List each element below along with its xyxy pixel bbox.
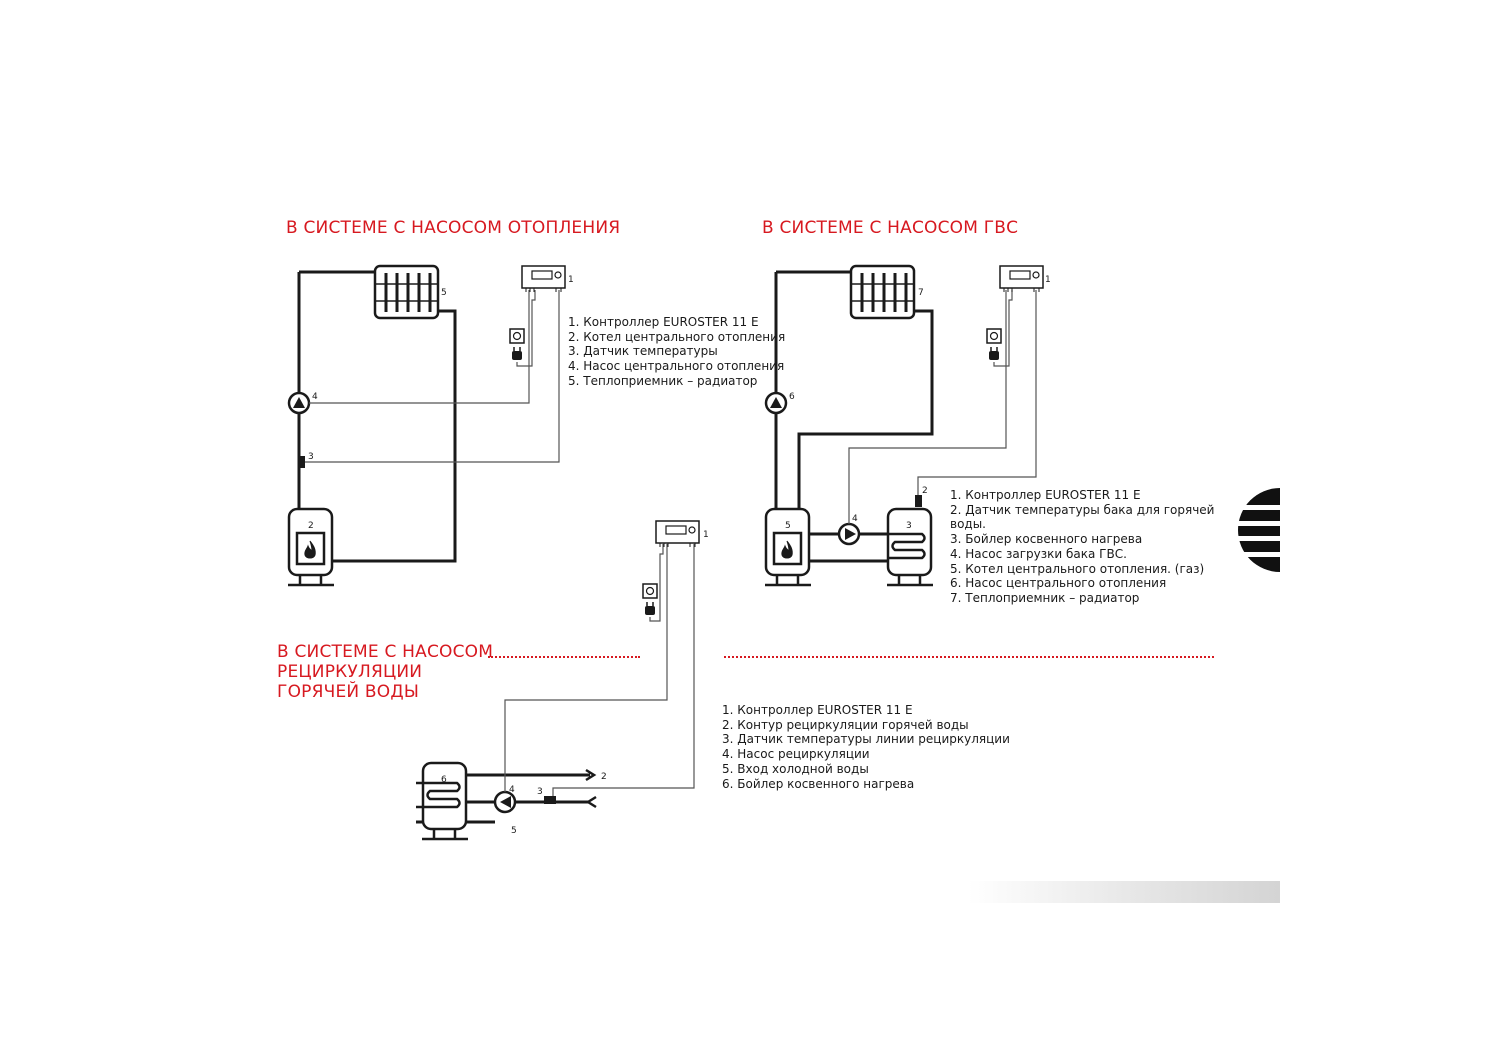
label-3: 3 [906,521,912,531]
legend-item: 5. Котел центрального отопления. (газ) [950,561,1205,576]
label-2: 2 [308,521,314,531]
legend-heating-pump: 1. Контроллер EUROSTER 11 E 2. Котел цен… [568,315,785,389]
legend-item: 6. Бойлер косвенного нагрева [722,776,915,791]
pump-icon [287,391,311,415]
label-2: 2 [922,486,928,496]
sensor-icon [915,495,922,507]
legend-item: 5. Теплоприемник – радиатор [568,373,758,388]
label-6: 6 [441,775,447,785]
dotted-separator-left [488,656,640,658]
diagram-dhw-pump [764,264,1044,587]
coil-icon [889,532,926,560]
label-3: 3 [537,787,543,797]
legend-item: 1. Контроллер EUROSTER 11 E [950,488,1141,502]
label-1: 1 [568,275,574,285]
plug-icon [512,347,522,360]
dotted-separator-right [724,656,1214,658]
socket-icon [642,583,658,599]
legend-item: 4. Насос загрузки бака ГВС. [950,546,1127,561]
legend-dhw-pump: 1. Контроллер EUROSTER 11 E 2. Датчик те… [950,488,1214,606]
sensor-icon [544,796,556,804]
brand-logo-icon [1238,488,1280,572]
title-recirculation-line-2: РЕЦИРКУЛЯЦИИ [277,662,423,682]
label-4: 4 [312,392,318,402]
label-3: 3 [308,452,314,462]
legend-item: 5. Вход холодной воды [722,761,869,776]
legend-item: 3. Датчик температуры линии рециркуляции [722,732,1010,747]
legend-item: 7. Теплоприемник – радиатор [950,590,1140,605]
legend-item: 1. Контроллер EUROSTER 11 E [722,703,913,717]
legend-item: 3. Датчик температуры [568,344,718,359]
legend-recirculation: 1. Контроллер EUROSTER 11 E 2. Контур ре… [722,703,1010,791]
label-4: 4 [852,514,858,524]
pump-icon [764,391,788,415]
socket-icon [509,328,525,344]
legend-item: 4. Насос рециркуляции [722,747,870,762]
label-1: 1 [703,530,709,540]
title-dhw-pump: В СИСТЕМЕ С НАСОСОМ ГВС [762,218,1019,238]
legend-item: 1. Контроллер EUROSTER 11 E [568,315,759,329]
label-2: 2 [601,772,607,782]
label-1: 1 [1045,275,1051,285]
label-4: 4 [509,785,515,795]
legend-item: 2. Датчик температуры бака для горячей [950,502,1215,517]
title-recirculation-line-1: В СИСТЕМЕ С НАСОСОМ [277,642,494,662]
label-5: 5 [441,288,447,298]
label-7: 7 [918,288,924,298]
label-6: 6 [789,392,795,402]
coil-icon [416,781,461,809]
label-5: 5 [511,826,517,836]
radiator-icon [373,264,440,320]
legend-item: 2. Котел центрального отопления [568,329,786,344]
controller-icon [521,265,566,292]
boiler-icon [287,507,334,587]
controller-icon [655,520,700,547]
socket-icon [986,328,1002,344]
legend-item: воды. [950,517,986,532]
tank-icon [416,761,468,841]
diagram-recirculation [416,520,700,841]
title-heating-pump: В СИСТЕМЕ С НАСОСОМ ОТОПЛЕНИЯ [286,218,621,238]
tank-icon [886,507,933,587]
legend-item: 3. Бойлер косвенного нагрева [950,532,1143,547]
legend-item: 2. Контур рециркуляции горячей воды [722,717,969,732]
plug-icon [989,347,999,360]
title-recirculation-line-3: ГОРЯЧЕЙ ВОДЫ [277,682,420,702]
plug-icon [645,602,655,615]
legend-item: 4. Насос центрального отопления [568,359,785,374]
legend-item: 6. Насос центрального отопления [950,576,1167,591]
diagram-heating-pump [287,264,566,587]
controller-icon [999,265,1044,292]
radiator-icon [849,264,916,320]
sensor-icon [298,456,305,468]
label-5: 5 [785,521,791,531]
footer-gradient-bar [968,881,1280,903]
boiler-icon [764,507,811,587]
pump-icon [837,522,861,546]
pump-icon [493,790,517,814]
